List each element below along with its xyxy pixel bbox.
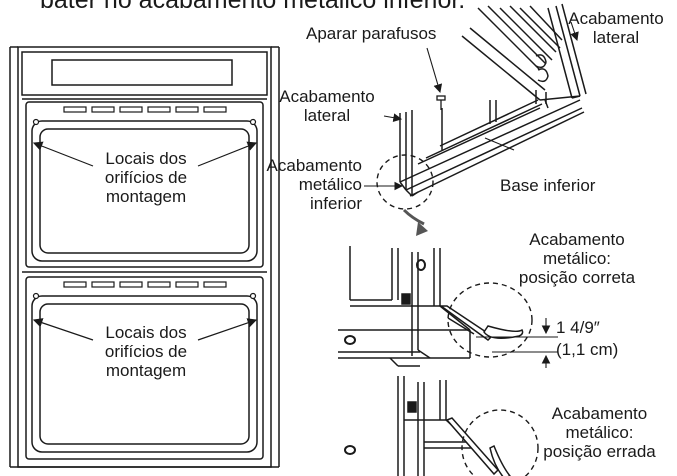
lower-mounting-holes-label: Locais dos orifícios de montagem — [104, 323, 188, 380]
detail-circle-top — [376, 154, 434, 210]
oven-vent-slots — [63, 106, 227, 288]
bottom-metal-trim-label: Acabamento metálico inferior — [266, 156, 362, 213]
upper-mounting-holes-label: Locais dos orifícios de montagem — [104, 149, 188, 206]
cross-section-correct — [338, 246, 524, 367]
measurement-marker — [476, 318, 558, 368]
mounting-hole-pointers — [32, 141, 258, 341]
side-trim-label-mid: Acabamento lateral — [279, 87, 375, 125]
detail-circle-correct — [447, 282, 533, 358]
double-oven-front — [9, 46, 280, 468]
knob-icon-upper — [344, 259, 426, 345]
detail-circle-wrong — [461, 409, 539, 476]
knob-icon-lower — [344, 445, 356, 455]
callout-leaders-top — [364, 21, 579, 191]
bottom-base-label: Base inferior — [500, 176, 596, 195]
cross-section-wrong — [397, 376, 511, 476]
wrong-position-label: Acabamento metálico: posição errada — [543, 404, 656, 461]
mounting-screws — [32, 118, 257, 300]
detail-arrow — [402, 208, 428, 236]
page-heading: bater no acabamento metálico inferior. — [40, 0, 466, 14]
oven-corner-perspective — [399, 3, 587, 197]
side-trim-label-top: Acabamento lateral — [568, 9, 664, 47]
correct-position-label: Acabamento metálico: posição correta — [518, 230, 636, 287]
trim-screws-label: Aparar parafusos — [306, 24, 437, 43]
trim-screw-icon — [436, 95, 446, 110]
measurement-label: 1 4/9″ (1,1 cm) — [556, 318, 619, 359]
